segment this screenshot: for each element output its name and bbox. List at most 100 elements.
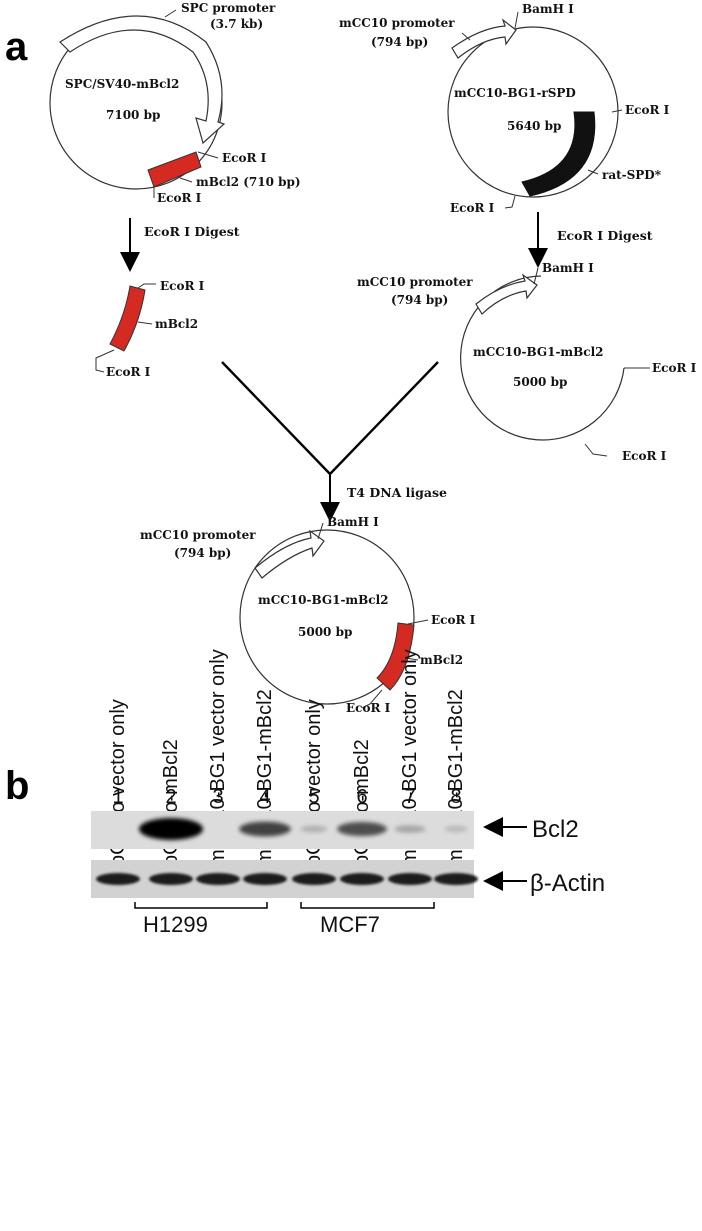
promoter-arrow [59,15,226,145]
ecori-leader-right [611,109,623,113]
insert-label: mBcl2 (710 bp) [196,175,301,189]
bamhi-site: BamH I [522,2,574,16]
lane-number-1: 1 [112,786,123,808]
fragment-ecori-top: EcoR I [160,279,205,293]
bcl2-band-lane-7 [394,825,426,833]
bcl2-band-lane-2 [139,818,203,840]
promoter-size-label: (794 bp) [391,293,448,307]
mbcl2-insert [376,622,415,691]
actin-label: β-Actin [530,870,605,897]
promoter-label: mCC10 promoter [140,528,256,542]
panel-b-letter: b [5,764,29,808]
bracket-line [300,902,435,909]
actin-band-lane-1 [96,873,140,885]
ligation-line-right [329,361,439,475]
actin-band-lane-5 [292,873,336,885]
group-label: H1299 [143,912,208,937]
lane-number-4: 4 [259,786,270,808]
lane-number-8: 8 [450,786,461,808]
promoter-leader-line [461,32,471,41]
ecori-site-bottom: EcoR I [157,191,202,205]
lane-number-2: 2 [165,786,176,808]
bcl2-band-lane-8 [444,825,468,833]
promoter-size-label: (3.7 kb) [210,17,263,31]
bamhi-site: BamH I [327,515,379,529]
ecori-site-bottom: EcoR I [622,449,667,463]
actin-bands [96,873,478,885]
plasmid-circle [239,529,415,705]
group-bracket-mcf7: MCF7 [300,902,435,937]
promoter-label: mCC10 promoter [357,275,473,289]
plasmid-size: 5640 bp [507,119,561,133]
promoter-arrow [475,273,538,315]
plasmid-name: SPC/SV40-mBcl2 [65,77,179,91]
actin-band-lane-3 [196,873,240,885]
insert-label: mBcl2 [420,653,463,667]
plasmid-circle [447,26,619,198]
ecori-site-top: EcoR I [431,613,476,627]
bamhi-leader [514,11,519,29]
ecori-leader-bottom [504,195,516,209]
ecori-site-bottom: EcoR I [450,201,495,215]
lane-number-5: 5 [308,786,319,808]
ecori-site-bottom: EcoR I [346,701,391,715]
insert-label: rat-SPD* [602,168,662,182]
ecori-leader-top [197,151,219,159]
ecori-site-right: EcoR I [625,103,670,117]
ecori-leader-bottom [361,689,383,709]
bracket-line [134,902,268,909]
bcl2-band-lane-5 [300,825,328,833]
vector-size: 5000 bp [513,375,567,389]
plasmid-name: mCC10-BG1-rSPD [454,86,576,100]
panel-a-letter: a [5,25,28,69]
fragment-label-leader [137,321,153,325]
promoter-arrow [451,18,517,59]
actin-band-lane-7 [388,873,432,885]
insert-leader [405,657,419,661]
bcl2-label: Bcl2 [532,816,579,843]
mbcl2-leader [179,177,193,183]
actin-band-lane-6 [340,873,384,885]
promoter-arrow [254,529,325,579]
fragment-label: mBcl2 [155,317,198,331]
digest-label-right: EcoR I Digest [557,228,653,243]
fragment-ecori-leader-top [137,283,156,289]
ecori-site-right: EcoR I [652,361,697,375]
bamhi-leader [533,267,539,285]
plasmid-mcc10-bg1-rspd: mCC10-BG1-rSPD 5640 bp mCC10 promoter (7… [339,2,670,215]
ligation-line-left [221,361,331,475]
ecori-leader-bottom [584,443,608,457]
fragment-ecori-bottom: EcoR I [106,365,151,379]
bcl2-band-lane-6 [337,822,387,836]
actin-band-lane-2 [149,873,193,885]
ligase-label: T4 DNA ligase [347,485,447,500]
promoter-label: mCC10 promoter [339,16,455,30]
group-bracket-h1299: H1299 [134,902,268,937]
plasmid-name: mCC10-BG1-mBcl2 [258,593,388,607]
lane-number-7: 7 [404,786,415,808]
promoter-leader-line [164,9,177,18]
lane-number-6: 6 [356,786,367,808]
bcl2-bands [139,818,468,840]
lane-numbers: 1 2 3 4 5 6 7 8 [112,786,461,808]
actin-band-lane-4 [243,873,287,885]
bcl2-band-lane-4 [239,821,291,837]
fragment-ecori-leader-bottom [95,349,115,373]
plasmid-size: 7100 bp [106,108,160,122]
ecori-leader-top [407,619,429,625]
promoter-size-label: (794 bp) [371,35,428,49]
lane-number-3: 3 [212,786,223,808]
promoter-label: SPC promoter [181,1,276,15]
bamhi-site: BamH I [542,261,594,275]
group-label: MCF7 [320,912,380,937]
plasmid-final-mcc10-bg1-mbcl2: mCC10-BG1-mBcl2 5000 bp mCC10 promoter (… [140,515,476,715]
promoter-size-label: (794 bp) [174,546,231,560]
vector-name: mCC10-BG1-mBcl2 [473,345,603,359]
rspd-insert [521,111,596,197]
plasmid-spc-sv40-mbcl2: SPC/SV40-mBcl2 7100 bp SPC promoter (3.7… [49,1,301,205]
open-vector-mcc10-bg1: mCC10-BG1-mBcl2 5000 bp mCC10 promoter (… [357,261,697,463]
ecori-site-top: EcoR I [222,151,267,165]
mbcl2-fragment: EcoR I mBcl2 EcoR I [95,279,205,379]
digest-label-left: EcoR I Digest [144,224,240,239]
